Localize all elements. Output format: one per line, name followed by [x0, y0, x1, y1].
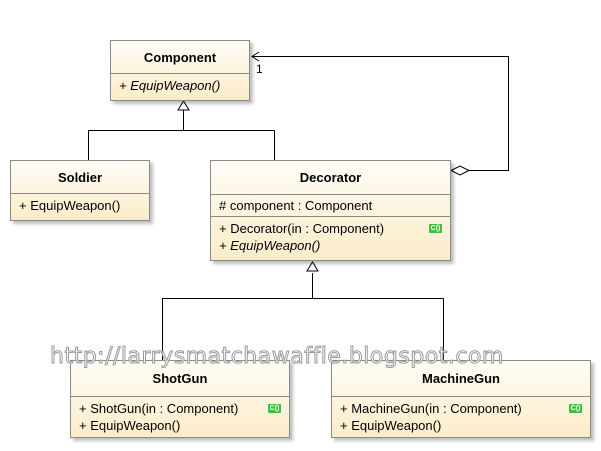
- operation: + Decorator(in : Component) C(): [219, 221, 442, 236]
- multiplicity-label: 1: [256, 62, 263, 76]
- class-name: Component: [111, 41, 249, 74]
- class-name: Decorator: [211, 161, 450, 195]
- operation: + EquipWeapon(): [219, 238, 321, 253]
- class-component[interactable]: Component + EquipWeapon(): [110, 40, 250, 101]
- class-machinegun[interactable]: MachineGun + MachineGun(in : Component) …: [331, 360, 591, 438]
- constructor-icon: C(): [569, 404, 582, 413]
- operation: + EquipWeapon(): [119, 78, 221, 93]
- class-name: ShotGun: [71, 361, 289, 397]
- generalization-line-soldier: [88, 130, 275, 160]
- class-name: MachineGun: [332, 361, 590, 397]
- operation: + MachineGun(in : Component) C(): [340, 401, 582, 416]
- generalization-line-shotgun: [162, 298, 444, 360]
- attributes-section: # component : Component: [211, 195, 450, 217]
- class-soldier[interactable]: Soldier + EquipWeapon(): [10, 160, 150, 221]
- aggregation-line: [252, 56, 509, 171]
- constructor-icon: C(): [429, 224, 442, 233]
- class-shotgun[interactable]: ShotGun + ShotGun(in : Component) C() + …: [70, 360, 290, 438]
- operation: + ShotGun(in : Component) C(): [79, 401, 281, 416]
- generalization-arrowhead-decorator: [306, 261, 319, 272]
- attribute: # component : Component: [219, 198, 373, 213]
- operations-section: + ShotGun(in : Component) C() + EquipWea…: [71, 397, 289, 437]
- operation: + EquipWeapon(): [19, 198, 121, 213]
- constructor-icon: C(): [268, 404, 281, 413]
- operation: + EquipWeapon(): [79, 418, 181, 433]
- class-decorator[interactable]: Decorator # component : Component + Deco…: [210, 160, 451, 261]
- operations-section: + EquipWeapon(): [111, 74, 249, 97]
- operations-section: + Decorator(in : Component) C() + EquipW…: [211, 217, 450, 256]
- operations-section: + EquipWeapon(): [11, 194, 149, 217]
- association-arrowhead: [251, 51, 260, 62]
- operations-section: + MachineGun(in : Component) C() + Equip…: [332, 397, 590, 437]
- operation: + EquipWeapon(): [340, 418, 442, 433]
- class-name: Soldier: [11, 161, 149, 194]
- generalization-arrowhead-component: [177, 100, 190, 111]
- aggregation-diamond: [449, 165, 471, 176]
